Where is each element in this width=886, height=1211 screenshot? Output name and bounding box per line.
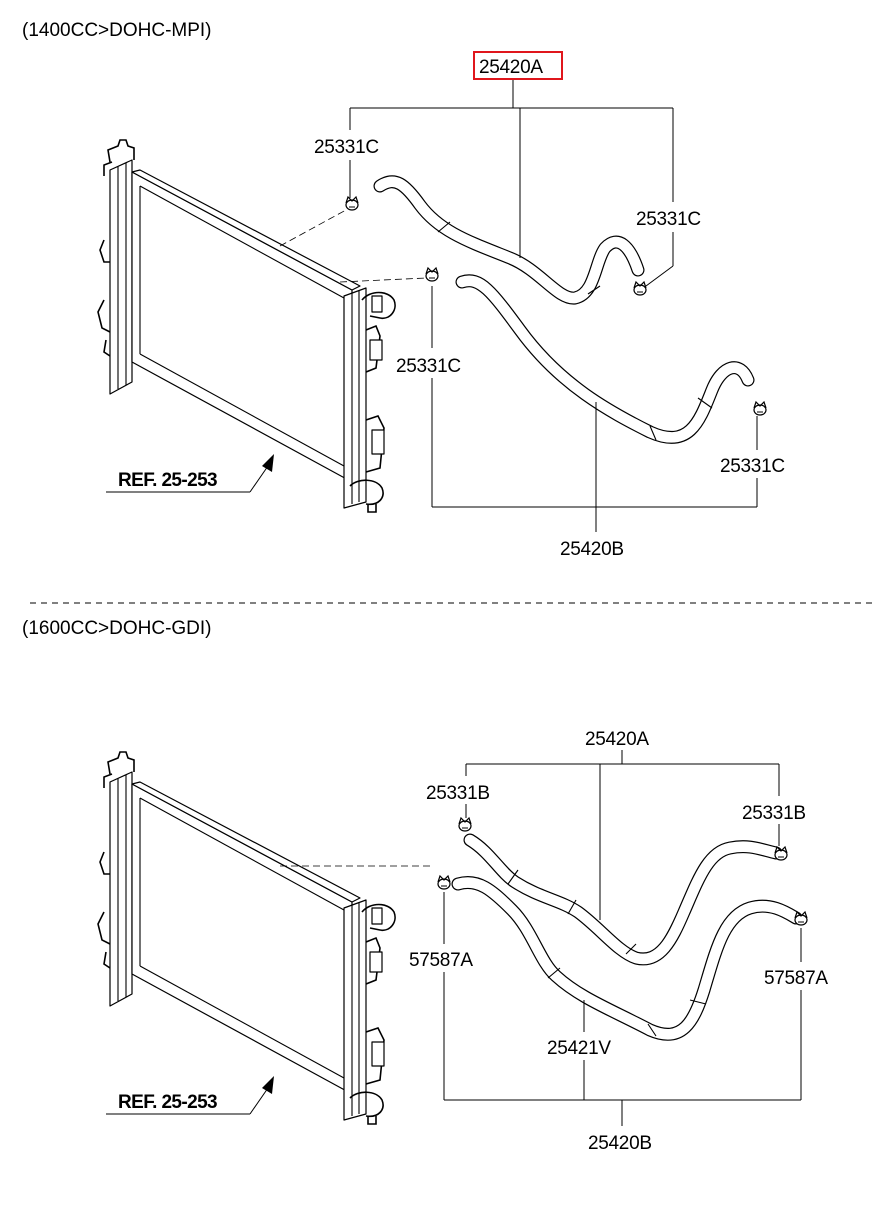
section-1400cc: (1400CC>DOHC-MPI) [22, 20, 785, 560]
section-header: (1600CC>DOHC-GDI) [22, 618, 212, 639]
leader-lines [443, 750, 802, 1126]
reference-label[interactable]: REF. 25-253 [118, 470, 218, 491]
reference-callout[interactable]: REF. 25-253 [106, 454, 274, 493]
part-label-25420B[interactable]: 25420B [588, 1133, 652, 1154]
part-label-25331C-right[interactable]: 25331C [636, 209, 701, 230]
hose-25420A-drawing [373, 175, 645, 305]
part-label-25331C-mid[interactable]: 25331C [396, 356, 461, 377]
hose-25420B-drawing [455, 274, 755, 444]
part-label-25420A[interactable]: 25420A [585, 729, 650, 750]
part-label-25331B-right[interactable]: 25331B [742, 803, 806, 824]
selected-part-highlight [473, 51, 563, 80]
part-label-25420A[interactable]: 25420A [479, 57, 544, 78]
reference-callout[interactable]: REF. 25-253 [106, 1076, 274, 1115]
clamp-icon [345, 196, 359, 211]
clamp-icon [425, 267, 439, 282]
reference-label[interactable]: REF. 25-253 [118, 1092, 218, 1113]
part-label-25331C-lower-right[interactable]: 25331C [720, 456, 785, 477]
section-1600cc: (1600CC>DOHC-GDI) [22, 618, 829, 1154]
clamp-icon [633, 281, 647, 296]
hose-25420A-drawing [463, 833, 783, 966]
radiator-drawing [97, 751, 396, 1125]
clamp-icon [753, 401, 767, 416]
section-header: (1400CC>DOHC-MPI) [22, 20, 212, 41]
part-label-25331B-left[interactable]: 25331B [426, 783, 490, 804]
hose-25421V-drawing [451, 876, 803, 1041]
part-label-57587A-right[interactable]: 57587A [764, 968, 829, 989]
part-label-25420B[interactable]: 25420B [560, 539, 624, 560]
leader-lines [349, 80, 758, 532]
clamp-icon [437, 875, 451, 890]
part-label-25421V[interactable]: 25421V [547, 1038, 612, 1059]
part-label-25331C-top[interactable]: 25331C [314, 137, 379, 158]
clamp-icon [458, 817, 472, 832]
part-label-57587A-left[interactable]: 57587A [409, 950, 474, 971]
